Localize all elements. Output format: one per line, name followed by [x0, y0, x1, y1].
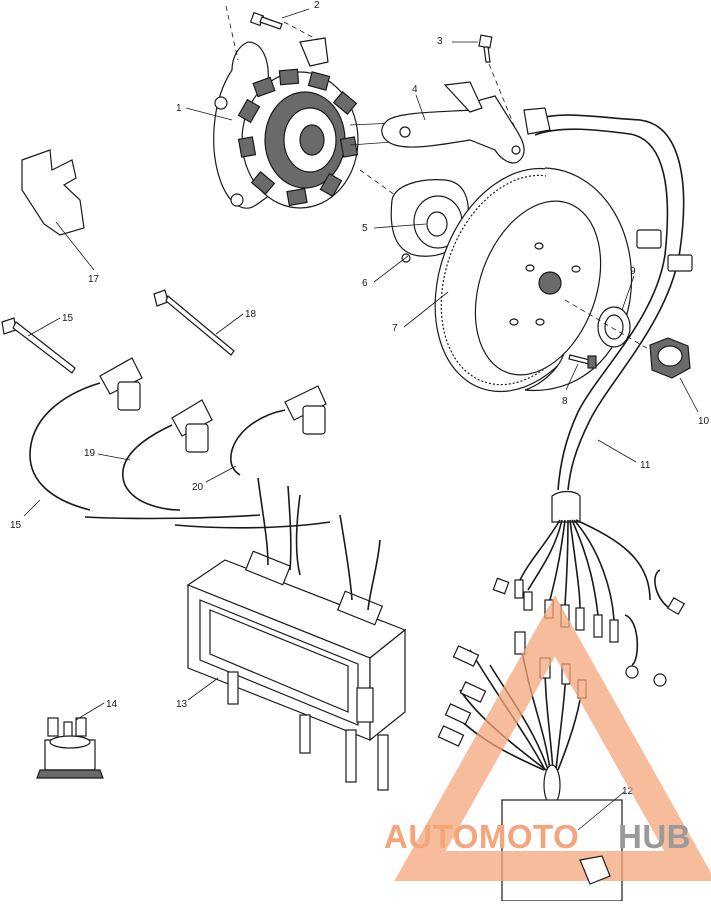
- leader-lines: [23, 8, 699, 831]
- washer-9: [597, 306, 631, 348]
- callout-7: 7: [392, 323, 398, 334]
- screw-3: [478, 34, 516, 129]
- flywheel-7: [434, 167, 633, 393]
- callout-17: 17: [88, 274, 100, 285]
- callout-15-top: 15: [62, 313, 74, 324]
- callout-14: 14: [106, 699, 118, 710]
- screw-2: [225, 5, 319, 61]
- callout-20: 20: [192, 482, 204, 493]
- terminal-tab: [579, 855, 611, 885]
- harness-11: [492, 107, 693, 687]
- bolt-8: [568, 354, 597, 369]
- cdi-box-13: [186, 477, 407, 791]
- stator-assembly: [213, 37, 421, 209]
- plug-lead-15: [1, 317, 143, 511]
- loose-wire: [174, 521, 331, 529]
- callout-15-bottom: 15: [10, 520, 22, 531]
- callouts: 1 2 3 4 5 6 7 8 9 10 11 12 13 14 15 15 1…: [10, 0, 710, 797]
- plug-lead-19: [122, 399, 213, 511]
- nut-10: [564, 299, 691, 379]
- loose-wire: [84, 514, 261, 520]
- callout-13: 13: [176, 699, 188, 710]
- bracket-4: [381, 81, 525, 164]
- plug-lead-20: [230, 385, 327, 476]
- callout-4: 4: [412, 84, 418, 95]
- watermark-brand-part1: AUTOMOTO: [384, 818, 579, 855]
- callout-10: 10: [698, 416, 710, 427]
- callout-2: 2: [314, 0, 320, 11]
- clip-17: [21, 149, 85, 236]
- callout-6: 6: [362, 278, 368, 289]
- callout-18: 18: [245, 309, 257, 320]
- solenoid-14: [36, 717, 104, 779]
- callout-12: 12: [622, 786, 634, 797]
- callout-19: 19: [84, 448, 96, 459]
- callout-5: 5: [362, 223, 368, 234]
- bolt-18: [153, 289, 235, 356]
- watermark-triangle: [394, 595, 711, 881]
- callout-11: 11: [640, 460, 651, 471]
- callout-9: 9: [630, 266, 636, 277]
- callout-1: 1: [176, 103, 182, 114]
- watermark: AUTOMOTO HUB: [384, 595, 711, 881]
- watermark-brand-part2: HUB: [618, 818, 691, 855]
- callout-8: 8: [562, 396, 568, 407]
- callout-3: 3: [437, 36, 443, 47]
